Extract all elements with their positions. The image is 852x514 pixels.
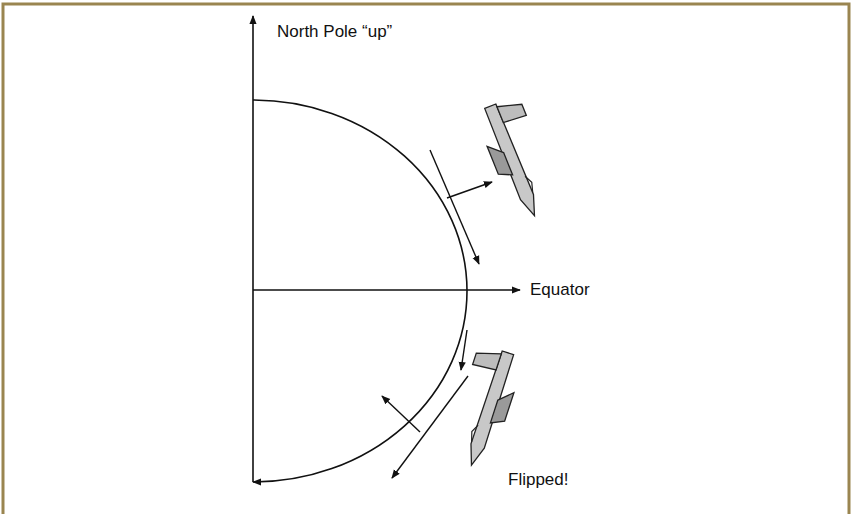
airplane-wing	[490, 389, 513, 427]
frame-border	[3, 4, 849, 514]
tangent-vector	[392, 376, 468, 478]
airplane-wing	[487, 141, 513, 179]
meridian-arc	[253, 100, 467, 482]
tangent-vector	[430, 150, 479, 264]
airplane-fuselage	[484, 104, 541, 219]
airplane-cockpit	[469, 424, 478, 442]
axis-label: North Pole “up”	[277, 22, 392, 42]
airplane-tail	[473, 346, 502, 371]
airplane-cockpit	[525, 175, 535, 193]
annotation-label: Flipped!	[508, 470, 568, 490]
polar-axis	[252, 16, 254, 482]
airplane	[474, 95, 563, 222]
axis-label: Equator	[530, 280, 590, 300]
tangent-vector	[461, 330, 467, 370]
normal-vector	[447, 182, 492, 198]
equator-axis	[253, 289, 520, 291]
airplane-tail	[497, 98, 526, 125]
airplane-flipped	[443, 344, 525, 471]
normal-vector	[382, 396, 420, 432]
